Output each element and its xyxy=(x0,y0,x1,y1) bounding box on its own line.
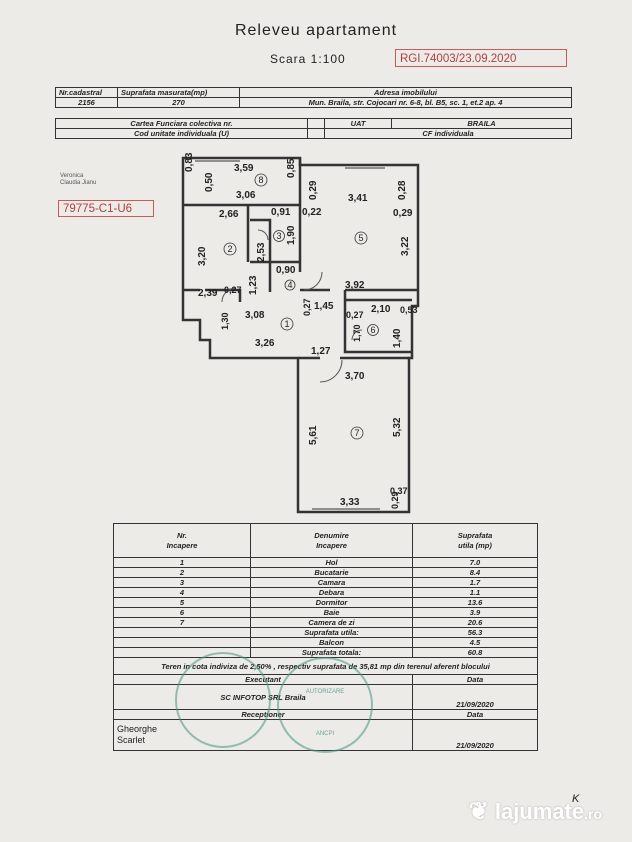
document-title: Releveu apartament xyxy=(234,22,398,39)
dim-label: 3,33 xyxy=(340,497,360,508)
dim-label: 1,45 xyxy=(314,301,334,312)
lajumate-watermark: ❦ lajumate.ro xyxy=(468,798,602,825)
door-arc xyxy=(257,229,269,241)
registration-number: RGI.74003/23.09.2020 xyxy=(395,49,567,67)
dim-label: 2,66 xyxy=(219,209,239,220)
cf-label: CF individuala xyxy=(324,128,572,139)
room-number: 3 xyxy=(277,231,282,241)
dim-label: 0,90 xyxy=(276,265,296,276)
dim-label: 1,30 xyxy=(220,312,230,330)
dim-label: 0,50 xyxy=(204,172,215,192)
table-row: Suprafata utila:56.3 xyxy=(113,627,538,638)
dim-label: 3,26 xyxy=(255,338,275,349)
door-arc xyxy=(303,271,323,291)
receptioner-name: Gheorghe xyxy=(117,724,158,734)
room-number: 4 xyxy=(288,280,293,290)
dim-label: 3,20 xyxy=(197,246,208,266)
dim-label: 0,28 xyxy=(397,180,408,200)
dim-label: 3,70 xyxy=(345,371,365,382)
dim-label: 3,59 xyxy=(234,163,254,174)
room-number: 5 xyxy=(359,233,364,243)
dim-label: 2,10 xyxy=(371,304,391,315)
dim-label: 3,08 xyxy=(245,310,265,321)
room-number: 7 xyxy=(355,428,360,438)
dim-label: 3,06 xyxy=(236,190,256,201)
dim-label: 0,37 xyxy=(390,486,408,496)
dim-label: 1,23 xyxy=(248,275,259,295)
dim-label: 0,85 xyxy=(286,158,297,178)
dim-label: 3,92 xyxy=(345,280,365,291)
outer-wall xyxy=(181,156,420,514)
door-arc xyxy=(351,329,363,341)
table-row: Suprafata totala:60.8 xyxy=(113,647,538,658)
dim-label: 0,29 xyxy=(390,491,400,509)
dim-label: 0,29 xyxy=(308,180,319,200)
address-value: Mun. Braila, str. Cojocari nr. 6-8, bl. … xyxy=(239,97,572,108)
lajumate-logo-icon: ❦ xyxy=(468,798,489,825)
dim-label: 0,27 xyxy=(224,285,242,295)
col-nr-header: Nr.Incapere xyxy=(113,523,251,558)
dim-label: 3,41 xyxy=(348,193,368,204)
dim-label: 0,27 xyxy=(346,310,364,320)
dim-label: 1,90 xyxy=(286,225,297,245)
dim-label: 2,53 xyxy=(256,242,267,262)
receptioner-date: 21/09/2020 xyxy=(412,719,538,751)
room-number: 1 xyxy=(285,319,290,329)
floor-plan: 0,83 3,59 0,85 0,50 3,06 0,29 3,41 0,28 … xyxy=(181,152,420,514)
interior-wall xyxy=(300,288,418,300)
interior-wall xyxy=(183,232,250,302)
door-arc xyxy=(319,359,343,383)
dim-label: 0,91 xyxy=(271,207,291,218)
interior-wall xyxy=(343,298,412,354)
door-arc xyxy=(221,287,237,303)
dim-label: 0,27 xyxy=(302,298,312,316)
plan-code: 79775-C1-U6 xyxy=(58,200,154,217)
interior-wall xyxy=(250,218,300,292)
dim-label: 0,29 xyxy=(393,208,413,219)
dim-label: 5,32 xyxy=(392,417,403,437)
round-stamp-left xyxy=(175,652,271,748)
interior-wall xyxy=(183,158,302,272)
dim-label: 0,53 xyxy=(400,305,418,315)
room-number: 2 xyxy=(228,244,233,254)
dim-label: 1,70 xyxy=(352,324,362,342)
dim-label: 2,39 xyxy=(198,288,218,299)
dim-label: 3,22 xyxy=(400,236,411,256)
dim-label: 1,27 xyxy=(311,346,331,357)
cadastral-info-table: Nr.cadastral Suprafata masurata(mp) Adre… xyxy=(55,87,572,108)
left-signature: Veronica Claudia Jianu xyxy=(60,173,97,186)
room-number: 8 xyxy=(259,175,264,185)
round-stamp-right: AUTORIZARE ANCPI xyxy=(277,657,373,753)
dim-label: 0,22 xyxy=(302,207,322,218)
dim-label: 1,40 xyxy=(392,328,403,348)
room-number: 6 xyxy=(371,325,376,335)
land-book-table: Cartea Funciara colectiva nr. UAT BRAILA… xyxy=(55,118,572,139)
scale-label: Scara 1:100 xyxy=(270,52,346,66)
dim-label: 0,83 xyxy=(184,152,195,172)
corner-mark: K xyxy=(572,793,580,805)
dim-label: 5,61 xyxy=(308,425,319,445)
